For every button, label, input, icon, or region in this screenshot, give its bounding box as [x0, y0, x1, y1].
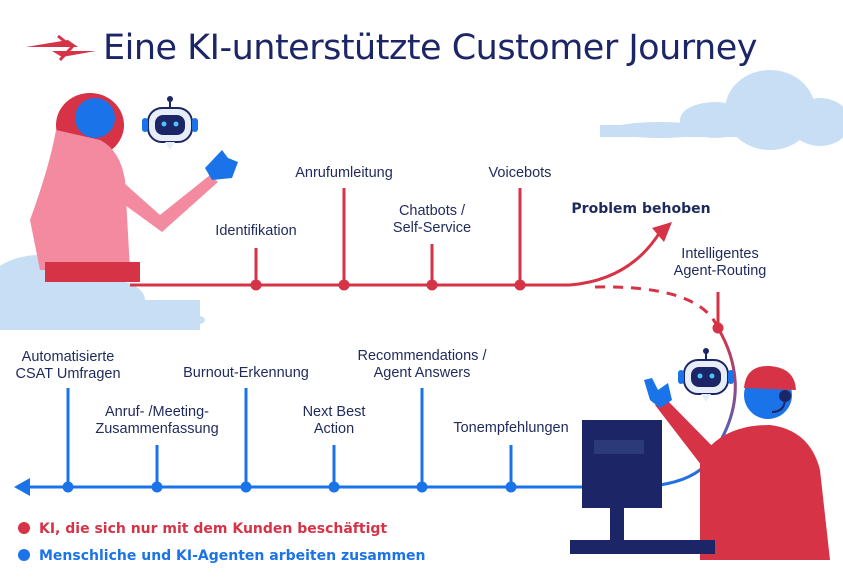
label-recommendations: Recommendations / Agent Answers — [358, 348, 487, 382]
timeline-nodes-blue — [62, 481, 517, 493]
label-identifikation: Identifikation — [215, 223, 297, 239]
label-chatbots-line2: Self-Service — [392, 220, 472, 236]
label-summary-line2: Zusammenfassung — [95, 421, 219, 437]
label-problem-behoben: Problem behoben — [571, 201, 711, 217]
legend-ai-customer-text: KI, die sich nur mit dem Kunden beschäft… — [39, 521, 388, 537]
agent-figure — [644, 365, 830, 560]
monitor-icon — [570, 420, 715, 554]
headset-icon — [771, 390, 791, 413]
page-title: Eine KI-unterstützte Customer Journey — [103, 28, 757, 68]
timeline-nodes-red — [250, 279, 724, 334]
customer-figure — [30, 93, 238, 282]
label-routing-line2: Agent-Routing — [673, 263, 767, 279]
legend-dot-red — [18, 522, 30, 534]
label-chatbots: Chatbots / Self-Service — [393, 203, 471, 237]
label-voicebots: Voicebots — [488, 165, 552, 181]
label-nba-line2: Action — [313, 421, 355, 437]
cloud-icon — [0, 255, 205, 330]
legend-ai-customer: KI, die sich nur mit dem Kunden beschäft… — [18, 521, 387, 537]
label-anrufumleitung: Anrufumleitung — [295, 165, 393, 181]
robot-icon — [142, 96, 198, 150]
label-reco-line2: Agent Answers — [373, 365, 471, 381]
label-csat-line2: CSAT Umfragen — [15, 366, 121, 382]
label-summary: Anruf- /Meeting- Zusammenfassung — [95, 404, 218, 438]
swoosh-logo-icon — [26, 34, 96, 62]
arrow-icon — [14, 478, 30, 496]
label-burnout: Burnout-Erkennung — [183, 365, 309, 381]
legend-human-ai-text: Menschliche und KI-Agenten arbeiten zusa… — [39, 548, 426, 564]
label-csat-line1: Automatisierte — [21, 349, 115, 365]
robot-icon — [678, 348, 734, 402]
label-chatbots-line1: Chatbots / — [398, 203, 466, 219]
arrow-icon — [652, 222, 672, 242]
legend-dot-blue — [18, 549, 30, 561]
label-next-best-action: Next Best Action — [303, 404, 366, 438]
label-agent-routing: Intelligentes Agent-Routing — [674, 246, 767, 280]
label-summary-line1: Anruf- /Meeting- — [105, 404, 209, 420]
label-reco-line1: Recommendations / — [357, 348, 487, 364]
customer-timeline — [130, 188, 720, 329]
label-routing-line1: Intelligentes — [681, 246, 759, 262]
label-nba-line1: Next Best — [302, 404, 366, 420]
legend-human-ai: Menschliche und KI-Agenten arbeiten zusa… — [18, 548, 426, 564]
label-tonempfehlungen: Tonempfehlungen — [453, 420, 569, 436]
label-csat: Automatisierte CSAT Umfragen — [15, 349, 120, 383]
cloud-icon — [600, 70, 843, 150]
